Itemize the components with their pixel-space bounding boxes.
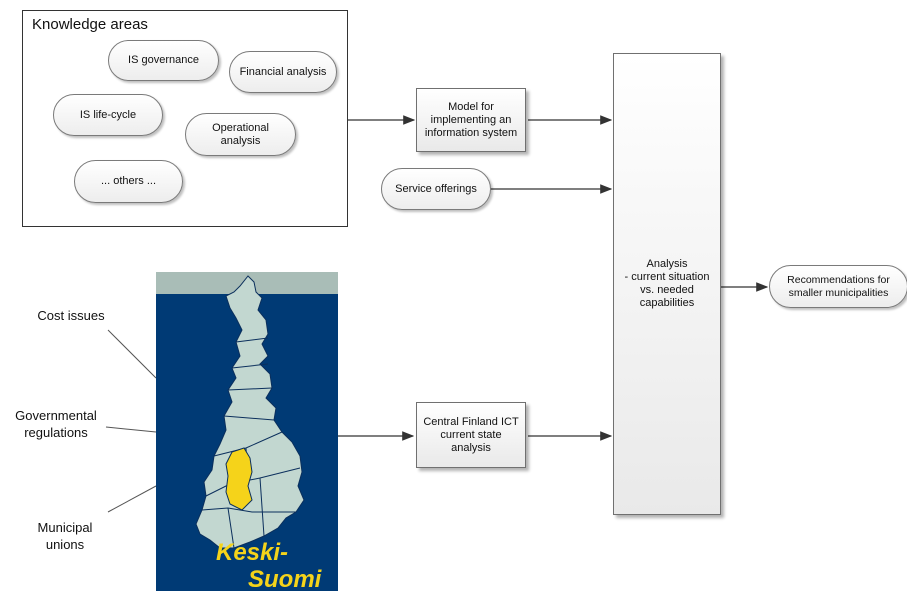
knowledge-item-financial-analysis: Financial analysis — [229, 51, 337, 93]
knowledge-item-operational-analysis: Operational analysis — [185, 113, 296, 156]
knowledge-item-others: ... others ... — [74, 160, 183, 203]
line-municipal-unions — [107, 485, 157, 513]
knowledge-item-is-governance: IS governance — [108, 40, 219, 81]
service-offerings-pill: Service offerings — [381, 168, 491, 210]
map-label-line1: Keski- — [216, 539, 288, 566]
finland-map-graphic: Keski- Suomi — [156, 272, 338, 591]
map-label-line2: Suomi — [248, 566, 323, 591]
line-cost-issues — [107, 329, 157, 379]
model-box: Model for implementing an information sy… — [416, 88, 526, 152]
factor-cost-issues: Cost issues — [37, 308, 105, 323]
factor-municipal-unions: Municipal unions — [37, 520, 93, 552]
finland-map: Keski- Suomi — [156, 272, 338, 591]
knowledge-areas-title: Knowledge areas — [32, 16, 148, 33]
recommendations-pill: Recommendations for smaller municipaliti… — [769, 265, 907, 308]
finland-land — [195, 275, 305, 549]
line-governmental-regulations — [105, 426, 157, 433]
highlight-region — [225, 447, 253, 511]
ict-analysis-box: Central Finland ICT current state analys… — [416, 402, 526, 468]
factor-governmental-regulations: Governmental regulations — [15, 408, 97, 440]
knowledge-item-is-life-cycle: IS life-cycle — [53, 94, 163, 136]
analysis-box: Analysis - current situation vs. needed … — [613, 53, 721, 515]
